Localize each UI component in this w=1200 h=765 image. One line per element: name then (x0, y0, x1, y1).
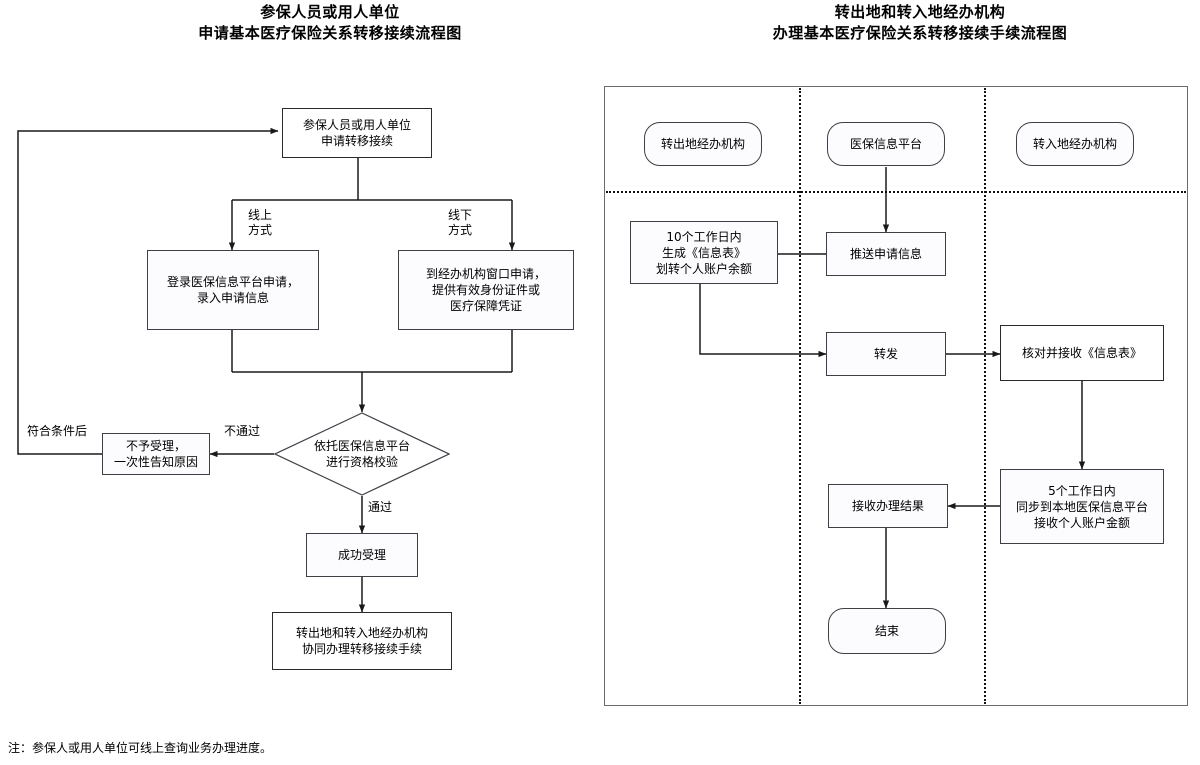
node-joint-handling[interactable]: 转出地和转入地经办机构 协同办理转移接续手续 (272, 612, 452, 670)
lane-header-platform[interactable]: 医保信息平台 (827, 122, 945, 166)
node-qualification-check-label: 依托医保信息平台 进行资格校验 (313, 439, 410, 469)
edge-label-fail: 不通过 (223, 424, 260, 438)
edge-label-pass: 通过 (368, 500, 393, 514)
node-reject[interactable]: 不予受理， 一次性告知原因 (102, 433, 210, 475)
lane-header-divider (606, 191, 1186, 193)
footnote: 注：参保人或用人单位可线上查询业务办理进度。 (8, 741, 273, 755)
edge-label-requalify: 符合条件后 (26, 424, 87, 438)
node-online-apply[interactable]: 登录医保信息平台申请， 录入申请信息 (147, 250, 319, 330)
diamond-shape (274, 412, 450, 496)
node-sync-local-platform[interactable]: 5个工作日内 同步到本地医保信息平台 接收个人账户金额 (1000, 469, 1164, 544)
node-offline-apply[interactable]: 到经办机构窗口申请， 提供有效身份证件或 医疗保障凭证 (398, 250, 574, 330)
node-push-application[interactable]: 推送申请信息 (826, 232, 946, 276)
edge-label-online-way: 线上 方式 (247, 208, 272, 237)
lane-header-transfer-in[interactable]: 转入地经办机构 (1016, 122, 1134, 166)
right-chart-title: 转出地和转入地经办机构 办理基本医疗保险关系转移接续手续流程图 (772, 3, 1068, 42)
lane-divider-2 (984, 88, 986, 704)
node-end[interactable]: 结束 (828, 608, 946, 654)
swimlane-frame (604, 86, 1188, 706)
node-generate-info-table[interactable]: 10个工作日内 生成《信息表》 划转个人账户余额 (630, 221, 778, 284)
lane-divider-1 (799, 88, 801, 704)
node-qualification-check[interactable]: 依托医保信息平台 进行资格校验 (274, 412, 450, 496)
left-chart-title: 参保人员或用人单位 申请基本医疗保险关系转移接续流程图 (198, 3, 462, 42)
node-accepted[interactable]: 成功受理 (306, 533, 418, 577)
node-forward[interactable]: 转发 (826, 332, 946, 376)
edge-label-offline-way: 线下 方式 (447, 208, 472, 237)
node-verify-receive-table[interactable]: 核对并接收《信息表》 (1000, 325, 1164, 381)
lane-header-transfer-out[interactable]: 转出地经办机构 (644, 122, 762, 166)
node-receive-result[interactable]: 接收办理结果 (828, 484, 948, 528)
node-apply[interactable]: 参保人员或用人单位 申请转移接续 (282, 108, 432, 158)
